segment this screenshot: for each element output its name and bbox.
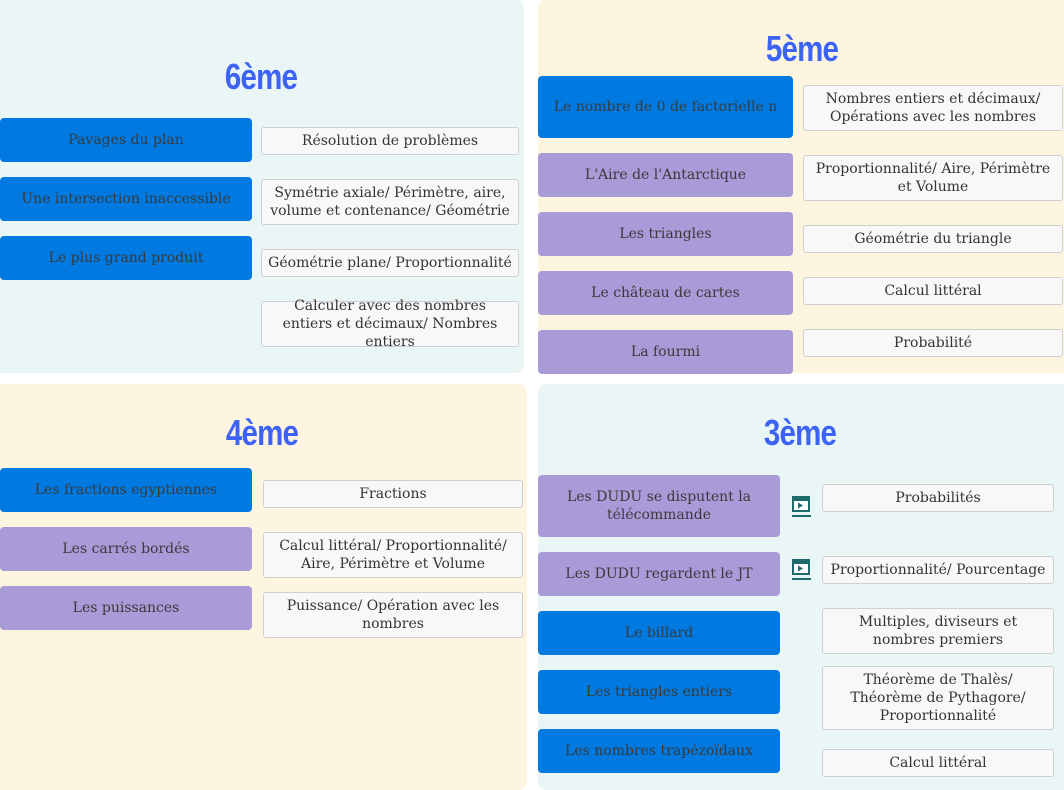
topic-tag: Calculer avec des nombres entiers et déc… <box>261 298 519 350</box>
topic-tag: Calcul littéral <box>822 749 1054 777</box>
topic-tag: Probabilité <box>803 329 1063 357</box>
activity-button[interactable]: Pavages du plan <box>0 118 252 162</box>
activity-button[interactable]: La fourmi <box>538 330 793 374</box>
topic-tag: Symétrie axiale/ Périmètre, aire, volume… <box>261 179 519 225</box>
topic-tag: Nombres entiers et décimaux/ Opérations … <box>803 85 1063 131</box>
activity-button[interactable]: Les triangles entiers <box>538 670 780 714</box>
topic-tag: Théorème de Thalès/ Théorème de Pythagor… <box>822 666 1054 730</box>
video-icon[interactable] <box>791 495 811 519</box>
activity-button[interactable]: Le château de cartes <box>538 271 793 315</box>
section-title-5eme: 5ème <box>765 28 839 69</box>
activity-button[interactable]: Le billard <box>538 611 780 655</box>
topic-tag: Puissance/ Opération avec les nombres <box>263 592 523 638</box>
section-title-3eme: 3ème <box>763 412 837 453</box>
activity-button[interactable]: Les fractions egyptiennes <box>0 468 252 512</box>
activity-button[interactable]: Le plus grand produit <box>0 236 252 280</box>
topic-tag: Résolution de problèmes <box>261 127 519 155</box>
activity-button[interactable]: Une intersection inaccessible <box>0 177 252 221</box>
section-title-4eme: 4ème <box>225 412 299 453</box>
topic-tag: Proportionnalité/ Pourcentage <box>822 556 1054 584</box>
topic-tag: Géométrie du triangle <box>803 225 1063 253</box>
topic-tag: Calcul littéral/ Proportionnalité/ Aire,… <box>263 532 523 578</box>
activity-button[interactable]: Les DUDU regardent le JT <box>538 552 780 596</box>
topic-tag: Calcul littéral <box>803 277 1063 305</box>
activity-button[interactable]: Les nombres trapézoïdaux <box>538 729 780 773</box>
topic-tag: Proportionnalité/ Aire, Périmètre et Vol… <box>803 155 1063 201</box>
activity-button[interactable]: Les puissances <box>0 586 252 630</box>
section-title-6eme: 6ème <box>224 56 298 97</box>
topic-tag: Géométrie plane/ Proportionnalité <box>261 249 519 277</box>
topic-tag: Fractions <box>263 480 523 508</box>
activity-button[interactable]: L'Aire de l'Antarctique <box>538 153 793 197</box>
topic-tag: Probabilités <box>822 484 1054 512</box>
activity-button[interactable]: Les DUDU se disputent la télécommande <box>538 475 780 537</box>
video-icon[interactable] <box>791 558 811 582</box>
activity-button[interactable]: Les triangles <box>538 212 793 256</box>
activity-button[interactable]: Le nombre de 0 de factorielle n <box>538 76 793 138</box>
topic-tag: Multiples, diviseurs et nombres premiers <box>822 608 1054 654</box>
activity-button[interactable]: Les carrés bordés <box>0 527 252 571</box>
